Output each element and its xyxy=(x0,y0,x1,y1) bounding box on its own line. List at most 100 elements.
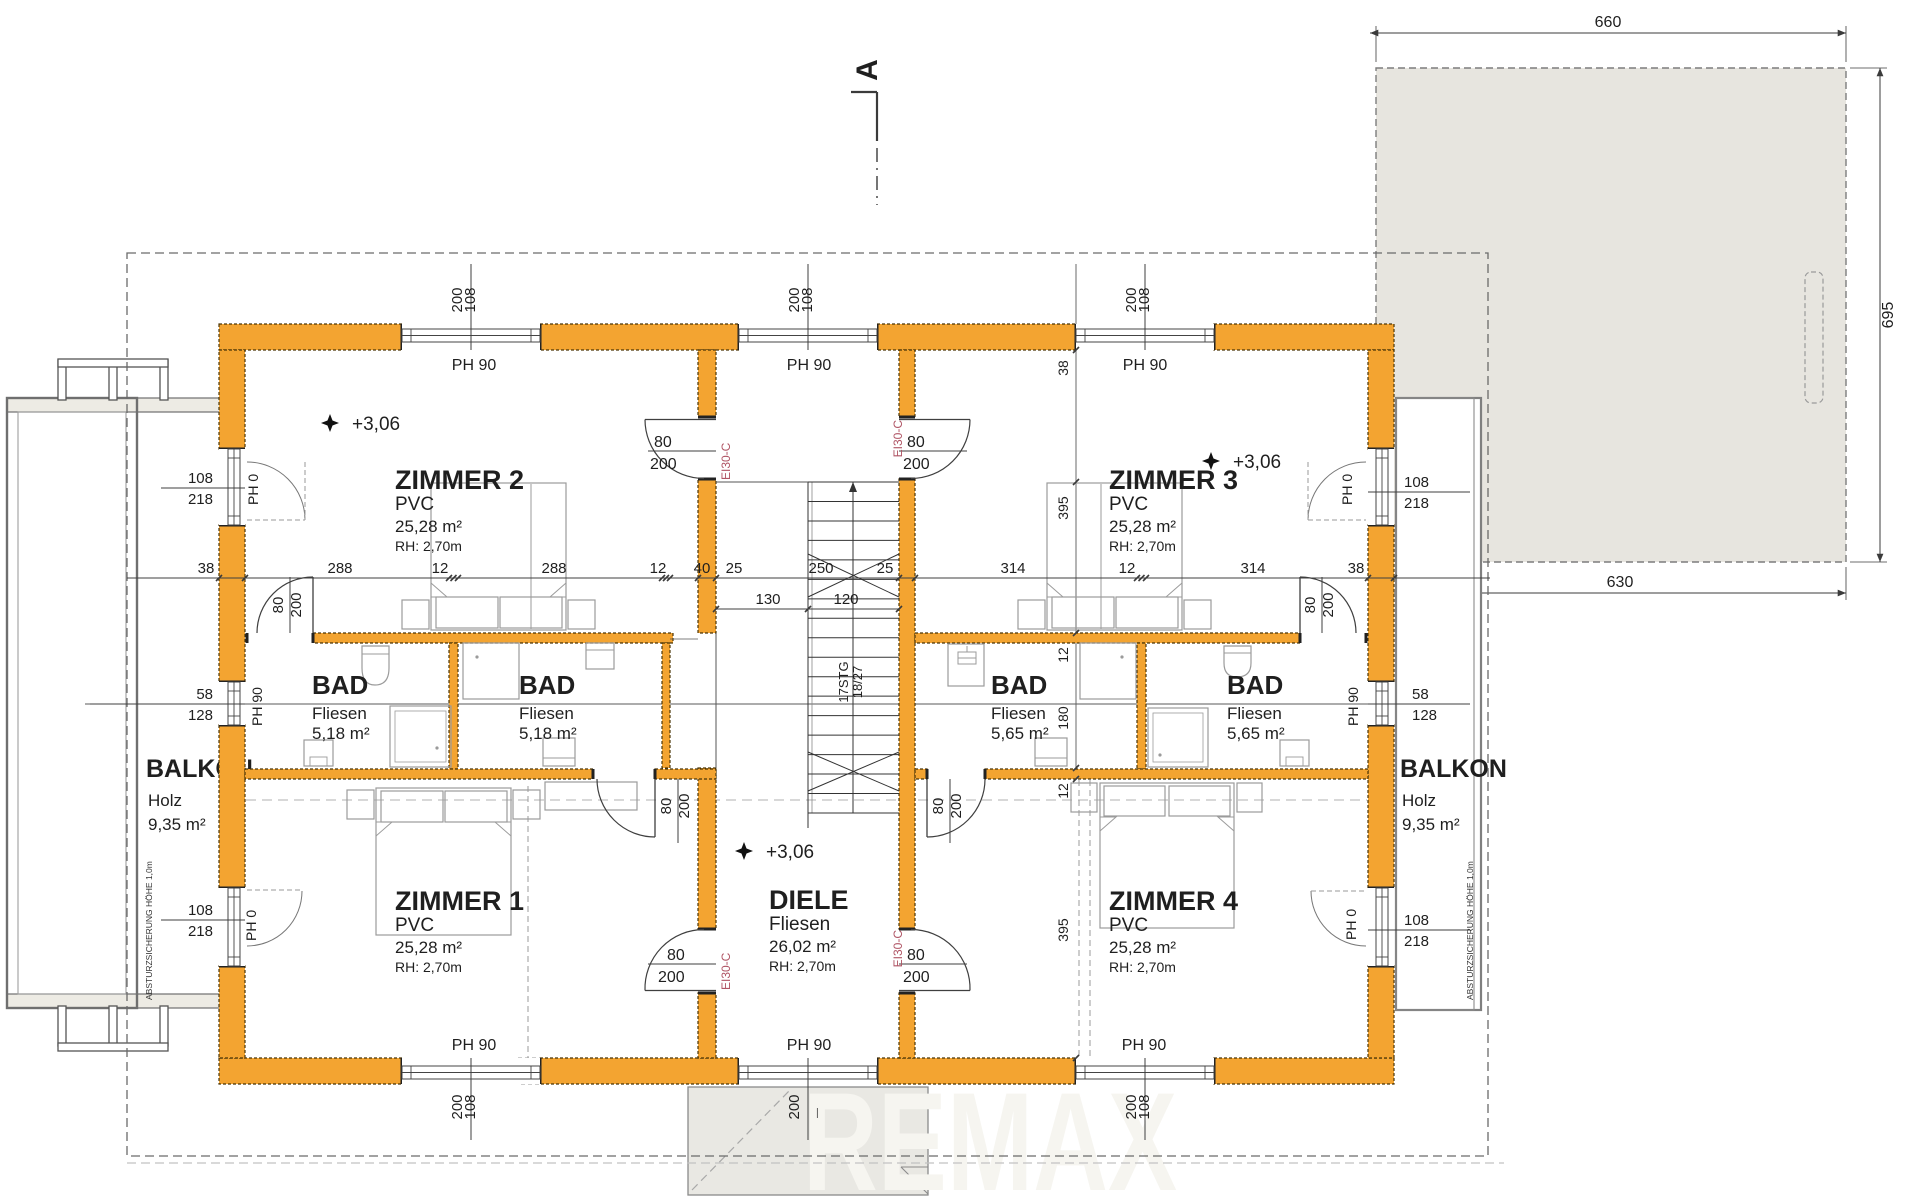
svg-text:RH: 2,70m: RH: 2,70m xyxy=(1109,959,1176,975)
svg-text:RH: 2,70m: RH: 2,70m xyxy=(769,958,836,974)
svg-text:80: 80 xyxy=(654,434,672,451)
svg-text:128: 128 xyxy=(1412,707,1437,724)
svg-text:Fliesen: Fliesen xyxy=(519,704,574,723)
svg-text:314: 314 xyxy=(1000,560,1025,577)
svg-text:108: 108 xyxy=(462,1094,479,1119)
svg-text:58: 58 xyxy=(1412,686,1429,703)
svg-text:128: 128 xyxy=(188,707,213,724)
svg-text:200: 200 xyxy=(786,1094,803,1119)
svg-text:Fliesen: Fliesen xyxy=(769,914,830,935)
svg-text:180: 180 xyxy=(1055,706,1071,730)
svg-text:25: 25 xyxy=(877,560,894,577)
svg-text:630: 630 xyxy=(1607,574,1634,591)
svg-text:5,65 m²: 5,65 m² xyxy=(1227,724,1285,743)
svg-text:288: 288 xyxy=(541,560,566,577)
svg-text:BAD: BAD xyxy=(519,670,575,700)
svg-text:BAD: BAD xyxy=(1227,670,1283,700)
svg-text:ZIMMER 3: ZIMMER 3 xyxy=(1109,465,1238,495)
svg-text:PH 90: PH 90 xyxy=(452,357,497,374)
svg-text:108: 108 xyxy=(1404,474,1429,491)
svg-text:DIELE: DIELE xyxy=(769,885,849,915)
svg-text:PH 90: PH 90 xyxy=(1345,687,1361,726)
svg-text:200: 200 xyxy=(903,969,930,986)
svg-text:PH 90: PH 90 xyxy=(787,1037,832,1054)
svg-text:Fliesen: Fliesen xyxy=(312,704,367,723)
svg-text:108: 108 xyxy=(188,470,213,487)
svg-text:80: 80 xyxy=(270,597,287,614)
svg-text:5,18 m²: 5,18 m² xyxy=(312,724,370,743)
svg-text:25,28 m²: 25,28 m² xyxy=(1109,517,1176,536)
svg-text:PVC: PVC xyxy=(395,915,434,936)
svg-text:218: 218 xyxy=(1404,495,1429,512)
svg-text:108: 108 xyxy=(462,287,479,312)
svg-text:ZIMMER 4: ZIMMER 4 xyxy=(1109,886,1238,916)
svg-text:12: 12 xyxy=(1119,560,1136,577)
svg-text:PVC: PVC xyxy=(1109,494,1148,515)
svg-text:660: 660 xyxy=(1595,14,1622,31)
svg-text:BALKON: BALKON xyxy=(1400,755,1507,783)
svg-text:+3,06: +3,06 xyxy=(352,414,400,435)
svg-text:120: 120 xyxy=(833,591,858,608)
svg-text:80: 80 xyxy=(1302,597,1319,614)
svg-text:9,35 m²: 9,35 m² xyxy=(1402,815,1460,834)
svg-text:38: 38 xyxy=(198,560,215,577)
svg-text:RH: 2,70m: RH: 2,70m xyxy=(395,959,462,975)
svg-text:EI30-C: EI30-C xyxy=(891,930,905,968)
svg-text:108: 108 xyxy=(799,287,816,312)
svg-text:200: 200 xyxy=(449,1094,466,1119)
svg-text:5,65 m²: 5,65 m² xyxy=(991,724,1049,743)
svg-text:25: 25 xyxy=(726,560,743,577)
svg-text:BAD: BAD xyxy=(312,670,368,700)
svg-text:200: 200 xyxy=(903,456,930,473)
svg-text:PH 90: PH 90 xyxy=(787,357,832,374)
svg-text:12: 12 xyxy=(432,560,449,577)
svg-text:108: 108 xyxy=(1404,912,1429,929)
svg-text:Holz: Holz xyxy=(1402,791,1436,810)
svg-text:695: 695 xyxy=(1880,302,1897,329)
svg-text:200: 200 xyxy=(948,793,965,818)
svg-text:25,28 m²: 25,28 m² xyxy=(1109,938,1176,957)
svg-text:250: 250 xyxy=(808,560,833,577)
svg-text:200: 200 xyxy=(1320,592,1337,617)
svg-text:Fliesen: Fliesen xyxy=(1227,704,1282,723)
svg-text:26,02 m²: 26,02 m² xyxy=(769,937,836,956)
svg-text:80: 80 xyxy=(667,947,685,964)
svg-text:EI30-C: EI30-C xyxy=(891,420,905,458)
svg-text:58: 58 xyxy=(196,686,213,703)
svg-text:200: 200 xyxy=(288,592,305,617)
svg-text:Holz: Holz xyxy=(148,791,182,810)
svg-text:314: 314 xyxy=(1240,560,1265,577)
svg-text:130: 130 xyxy=(755,591,780,608)
svg-text:ZIMMER 1: ZIMMER 1 xyxy=(395,886,524,916)
svg-text:80: 80 xyxy=(907,434,925,451)
svg-text:PH 90: PH 90 xyxy=(249,687,265,726)
svg-text:PH 90: PH 90 xyxy=(1122,1037,1167,1054)
svg-text:PH 0: PH 0 xyxy=(243,910,259,941)
svg-text:PH 90: PH 90 xyxy=(1123,357,1168,374)
svg-text:108: 108 xyxy=(1136,1094,1153,1119)
svg-text:PVC: PVC xyxy=(1109,915,1148,936)
svg-text:RH: 2,70m: RH: 2,70m xyxy=(1109,538,1176,554)
svg-text:A: A xyxy=(851,59,884,81)
svg-text:288: 288 xyxy=(327,560,352,577)
svg-text:218: 218 xyxy=(188,923,213,940)
svg-text:200: 200 xyxy=(786,287,803,312)
svg-text:395: 395 xyxy=(1055,496,1071,520)
svg-text:200: 200 xyxy=(1123,287,1140,312)
svg-text:5,18 m²: 5,18 m² xyxy=(519,724,577,743)
svg-text:+3,06: +3,06 xyxy=(1233,452,1281,473)
svg-text:EI30-C: EI30-C xyxy=(719,442,733,480)
svg-text:200: 200 xyxy=(449,287,466,312)
svg-text:ABSTURZSICHERUNG HÖHE 1,0m: ABSTURZSICHERUNG HÖHE 1,0m xyxy=(1465,861,1475,1000)
svg-text:200: 200 xyxy=(676,793,693,818)
svg-text:218: 218 xyxy=(1404,933,1429,950)
svg-text:PH 90: PH 90 xyxy=(452,1037,497,1054)
svg-text:80: 80 xyxy=(907,947,925,964)
svg-text:80: 80 xyxy=(930,798,947,815)
svg-text:12: 12 xyxy=(1055,647,1071,663)
svg-text:40: 40 xyxy=(694,560,711,577)
svg-text:17STG: 17STG xyxy=(836,661,851,702)
svg-text:38: 38 xyxy=(1348,560,1365,577)
svg-text:108: 108 xyxy=(1136,287,1153,312)
svg-text:Fliesen: Fliesen xyxy=(991,704,1046,723)
